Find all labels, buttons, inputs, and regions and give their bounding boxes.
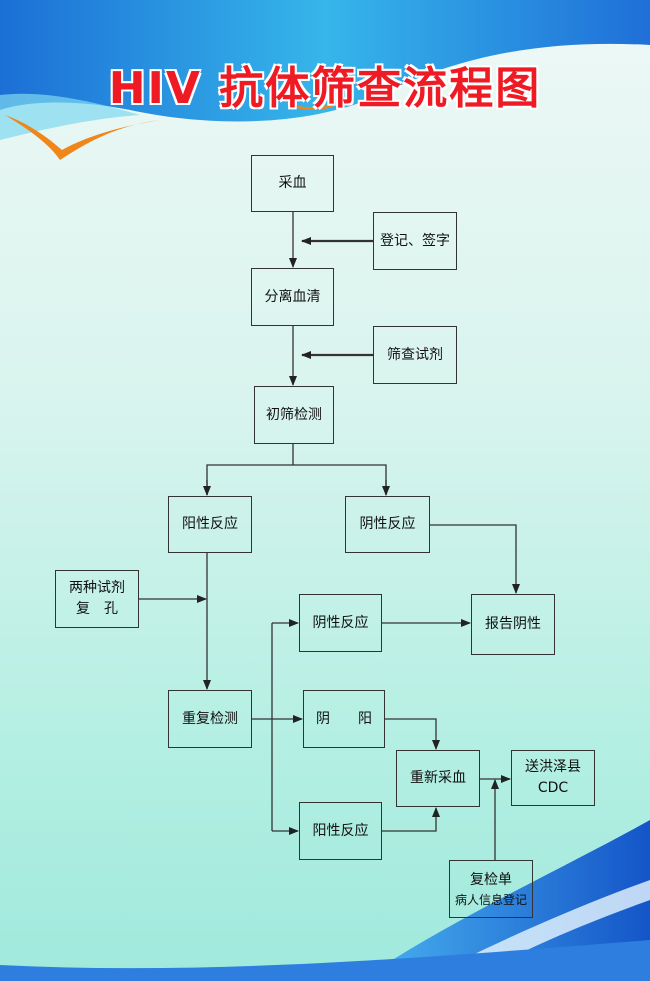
node-label: 阳性反应: [182, 516, 238, 532]
node-screening-reagent: 筛查试剂: [373, 326, 457, 384]
node-report-negative: 报告阴性: [471, 594, 555, 655]
node-label: 病人信息登记: [454, 892, 527, 907]
node-label: 初筛检测: [266, 406, 322, 423]
arrow-positive2-to-recollect: [382, 807, 440, 832]
node-label: 采血: [278, 175, 307, 191]
node-label: 登记、签字: [380, 232, 450, 249]
node-negative-reaction-1: 阴性反应: [345, 496, 430, 553]
node-label: 阴性反应: [359, 516, 416, 532]
node-label: 重新采血: [410, 770, 466, 786]
node-label: 阴 阳: [316, 710, 372, 727]
node-recollect-blood: 重新采血: [396, 750, 480, 807]
node-positive-reaction-2: 阳性反应: [299, 802, 382, 860]
node-label: 复 孔: [76, 601, 118, 617]
node-collect-blood: 采血: [251, 155, 334, 212]
node-neg-pos: 阴 阳: [303, 690, 385, 748]
node-label: 阴性反应: [312, 614, 369, 631]
node-two-reagents: 两种试剂复 孔: [55, 570, 139, 628]
node-label: 筛查试剂: [387, 346, 443, 363]
node-label: 送洪泽县: [525, 759, 581, 775]
arrow-to-positive-1: [206, 464, 387, 495]
node-send-cdc: 送洪泽县 CDC: [511, 750, 595, 806]
node-label: 阳性反应: [312, 822, 369, 839]
node-register-sign: 登记、签字: [373, 212, 457, 270]
node-positive-reaction-1: 阳性反应: [168, 496, 252, 553]
node-label: 两种试剂: [69, 580, 125, 596]
arrow-negative-to-report: [430, 524, 520, 594]
node-retest: 重复检测: [168, 690, 252, 748]
node-negative-reaction-2: 阴性反应: [299, 594, 382, 652]
arrow-negpos-to-recollect: [385, 718, 440, 750]
page-title: HIV 抗体筛查流程图: [108, 63, 542, 114]
node-label: CDC: [537, 780, 569, 796]
node-label: 重复检测: [182, 710, 238, 727]
node-label: 分离血清: [264, 288, 321, 305]
node-separate-serum: 分离血清: [251, 268, 334, 326]
node-label: 复检单: [470, 871, 512, 888]
node-initial-screening: 初筛检测: [254, 386, 334, 444]
node-label: 报告阴性: [485, 616, 541, 632]
node-retest-form: 复检单病人信息登记: [449, 860, 533, 918]
